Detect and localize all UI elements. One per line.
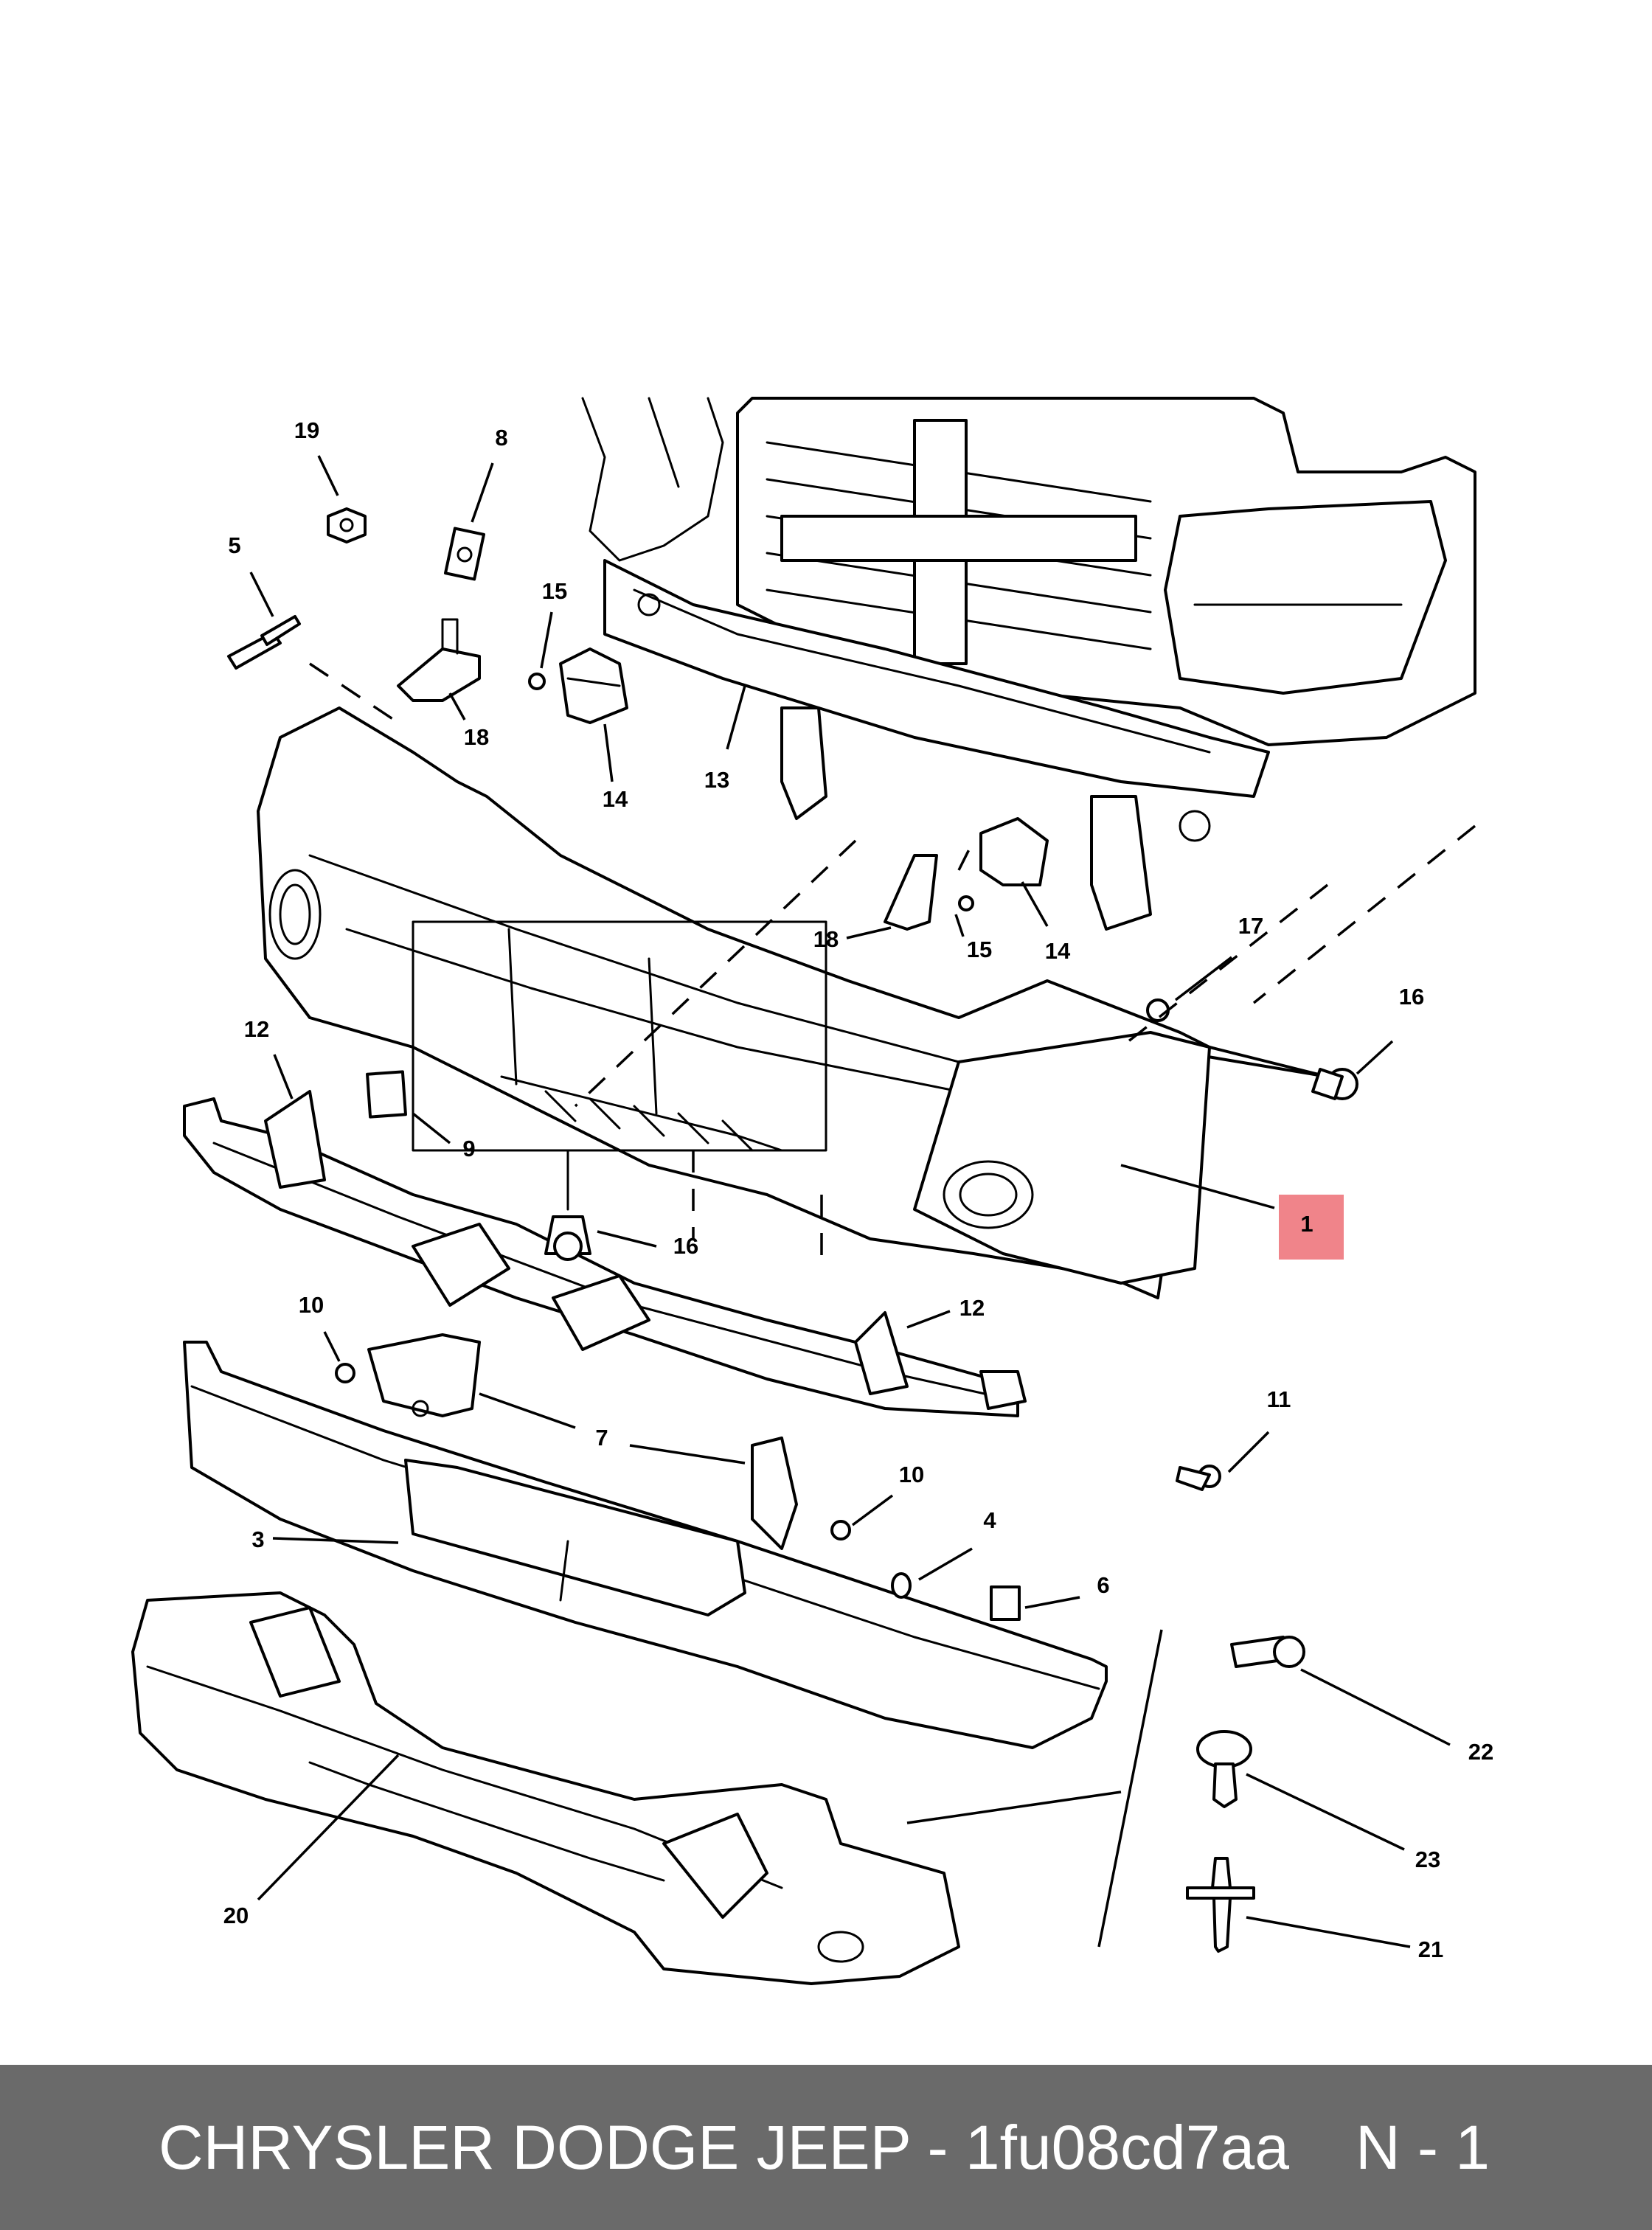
callout-15: 15	[542, 578, 567, 604]
callout-labels: 19 8 5 15 18 14 13 18 15 14 17 16 12 9 1…	[223, 417, 1493, 1962]
part-21-push-pin	[1186, 1857, 1255, 1953]
callout-14: 14	[603, 786, 628, 812]
leader-lines	[249, 455, 1451, 1948]
part-19-nut	[327, 507, 367, 543]
callout-18-lower: 18	[813, 926, 839, 952]
callout-20: 20	[223, 1903, 249, 1928]
callout-14-lower: 14	[1045, 938, 1071, 964]
part-18-bracket	[397, 618, 481, 702]
callout-10: 10	[299, 1292, 324, 1318]
callout-8: 8	[495, 425, 507, 451]
lower-valance	[183, 1341, 1108, 1749]
callout-6: 6	[1097, 1572, 1109, 1598]
divider-line	[1097, 1629, 1163, 1948]
page-indicator: N - 1	[1355, 2113, 1490, 2182]
skid-plate	[131, 1591, 960, 1985]
alignment-lines	[309, 662, 1476, 1268]
callout-16-center: 16	[673, 1233, 698, 1259]
footer-bar: CHRYSLER DODGE JEEP - 1fu08cd7aa N - 1	[0, 2065, 1652, 2230]
divider-line-2	[906, 1790, 1122, 1824]
part-8-clip	[443, 527, 486, 581]
callout-23: 23	[1415, 1847, 1440, 1872]
callout-11: 11	[1267, 1386, 1291, 1412]
callout-1: 1	[1300, 1211, 1313, 1237]
part-number-caption: CHRYSLER DODGE JEEP - 1fu08cd7aa	[159, 2113, 1289, 2182]
highlight-box	[1279, 1195, 1344, 1260]
callout-17: 17	[1238, 913, 1263, 939]
part-16-push-pin	[1311, 1068, 1358, 1100]
fasteners	[227, 507, 1358, 1953]
part-14-bracket	[559, 647, 628, 724]
callout-12: 12	[244, 1016, 269, 1042]
part-16-center-pin	[544, 1149, 591, 1261]
part-5-bolt	[227, 615, 301, 670]
front-fascia	[257, 706, 1329, 1299]
callout-12-lower: 12	[959, 1295, 985, 1321]
callout-18: 18	[464, 724, 489, 750]
parts-diagram: 19 8 5 15 18 14 13 18 15 14 17 16 12 9 1…	[131, 397, 1493, 1985]
callout-7: 7	[595, 1425, 608, 1451]
part-11-retainer	[1176, 1465, 1221, 1491]
callout-3: 3	[251, 1526, 264, 1552]
callout-13: 13	[704, 767, 729, 793]
part-23-fastener	[1196, 1730, 1252, 1808]
callout-5: 5	[228, 532, 240, 558]
callout-22: 22	[1468, 1739, 1493, 1765]
callout-15-lower: 15	[967, 937, 992, 962]
bumper-absorber	[183, 1090, 1027, 1417]
callout-16: 16	[1399, 984, 1424, 1010]
callout-10-lower: 10	[899, 1462, 924, 1487]
part-22-rivet	[1230, 1636, 1305, 1668]
support-crossmember	[603, 559, 1270, 931]
callout-21: 21	[1418, 1937, 1443, 1962]
callout-19: 19	[294, 417, 319, 443]
callout-9: 9	[462, 1136, 475, 1161]
callout-4: 4	[983, 1507, 996, 1533]
